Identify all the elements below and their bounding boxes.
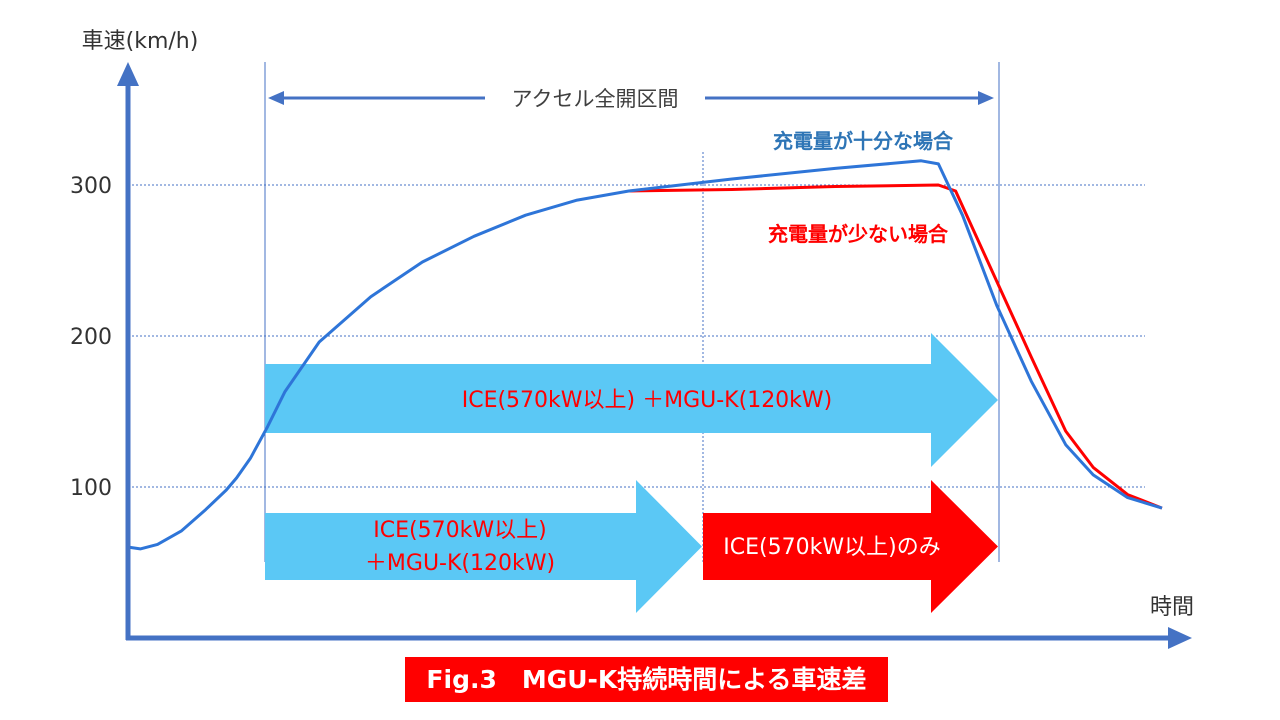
grid-lines [132, 184, 1145, 488]
y-axis-label: 車速(km/h) [82, 29, 199, 54]
y-tick-label-200: 200 [70, 325, 112, 350]
figure-caption: Fig.3 MGU-K持続時間による車速差 [405, 657, 888, 702]
axes [117, 62, 1192, 649]
interval-arrow-right-head [978, 91, 994, 105]
arrow-lower-right [703, 480, 998, 613]
y-axis-arrowhead [117, 62, 139, 86]
phase-arrows: ICE(570kW以上) ＋MGU-K(120kW) ICE(570kW以上) ＋M… [265, 333, 998, 613]
series-low-charge [628, 183, 1163, 510]
arrow-lower-left-label-1: ICE(570kW以上) [373, 518, 546, 543]
y-tick-label-300: 300 [70, 174, 112, 199]
arrow-lower-left-label-2: ＋MGU-K(120kW) [365, 551, 555, 576]
x-axis-label: 時間 [1150, 595, 1194, 620]
arrow-lower-right-label: ICE(570kW以上)のみ [723, 535, 940, 560]
series-low-charge-label: 充電量が少ない場合 [768, 222, 949, 246]
chart-labels: 100 200 300 車速(km/h) 時間 アクセル全開区間充電量が十分な場合充電量が… [70, 29, 1194, 620]
y-tick-label-100: 100 [70, 476, 112, 501]
speed-series [129, 159, 1163, 551]
arrow-upper [265, 333, 998, 467]
arrow-lower-left [265, 480, 702, 613]
series-full-charge [129, 159, 1163, 551]
interval-arrow-left-head [268, 91, 284, 105]
throttle-interval-label: アクセル全開区間 [512, 87, 679, 111]
arrow-upper-label: ICE(570kW以上) ＋MGU-K(120kW) [462, 388, 833, 413]
x-axis-arrowhead [1168, 627, 1192, 649]
series-full-charge-label: 充電量が十分な場合 [773, 129, 954, 153]
